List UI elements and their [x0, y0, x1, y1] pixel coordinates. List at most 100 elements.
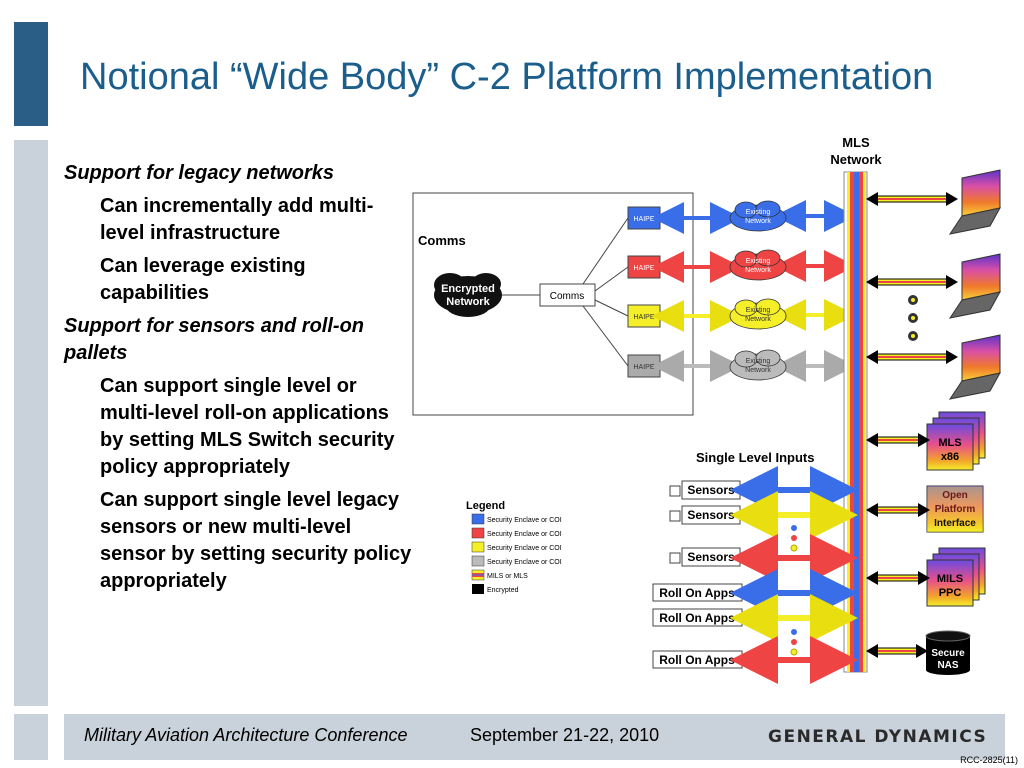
haipe-label: HAIPE: [633, 364, 654, 371]
existing-network-label-2: Network: [745, 218, 771, 225]
footer-conference: Military Aviation Architecture Conferenc…: [84, 725, 408, 745]
mls-network-bus: [843, 171, 868, 673]
legend-swatch-multi: [471, 569, 485, 581]
existing-network-label-1: Existing: [746, 209, 771, 216]
laptop-icon: [948, 334, 1001, 400]
mls-x86-link: [866, 433, 930, 447]
secure-nas-link: [866, 644, 928, 658]
haipe-label: HAIPE: [633, 314, 654, 321]
legend-swatch-yellow: [471, 541, 485, 553]
bullet-text: Can leverage existing capabilities: [100, 255, 306, 304]
bullet-item: Can incrementally add multi-level infras…: [64, 193, 414, 247]
legend-label: Security Enclave or COI: [487, 559, 562, 566]
bullet-item: Can support single level or multi-level …: [64, 373, 414, 481]
sidebar-accent-dark: [14, 22, 48, 126]
mls-network-label-2: Network: [830, 152, 882, 167]
haipe-row-red: HAIPE: [627, 250, 856, 283]
comms-box: [539, 283, 596, 307]
bullet-text: Can incrementally add multi-level infras…: [100, 195, 374, 244]
comms-label: Comms: [418, 233, 466, 248]
heading-sensors-pallets: Support for sensors and roll-on pallets: [64, 315, 365, 364]
legend-label: Encrypted: [487, 587, 519, 594]
laptop-icon: [948, 253, 1001, 319]
bullet-text: Can support single level legacy sensors …: [100, 489, 412, 592]
legend-swatch-blue: [471, 513, 485, 525]
footer-bar: [64, 714, 1005, 760]
laptop-link-2: [866, 275, 958, 289]
legend-label: Security Enclave or COI: [487, 517, 562, 524]
legend-swatch-black: [472, 584, 484, 594]
bullet-item: Can leverage existing capabilities: [64, 253, 414, 307]
mils-ppc-link: [866, 571, 930, 585]
roll-on-ellipsis-dots: [790, 629, 798, 656]
open-platform-label-1: Open: [942, 490, 968, 501]
comms-box-label: Comms: [550, 291, 584, 302]
haipe-label: HAIPE: [633, 265, 654, 272]
mils-ppc-label-1: MILS: [937, 573, 963, 585]
bullet-item: Can support single level legacy sensors …: [64, 487, 414, 595]
legend-swatch-red: [471, 527, 485, 539]
haipe-label: HAIPE: [633, 216, 654, 223]
encrypted-network-label-2: Network: [446, 296, 490, 308]
sidebar-bar: [14, 140, 48, 706]
laptop-icon: [948, 169, 1001, 235]
mls-x86-label-1: MLS: [938, 437, 961, 449]
roll-on-apps-label: Roll On Apps: [659, 653, 735, 667]
more-laptops-dots: [908, 295, 918, 341]
existing-network-label-2: Network: [745, 367, 771, 374]
roll-on-apps-row-red: Roll On Apps: [652, 636, 858, 684]
mls-x86-label-2: x86: [941, 451, 959, 463]
legend-label: MILS or MLS: [487, 573, 528, 580]
haipe-row-blue: HAIPE: [627, 200, 856, 234]
existing-network-label-2: Network: [745, 316, 771, 323]
existing-network-cloud-blue: Existing Network: [729, 200, 787, 232]
legend-label: Security Enclave or COI: [487, 531, 562, 538]
open-platform-link: [866, 503, 930, 517]
existing-network-cloud-gray: Existing Network: [729, 349, 787, 381]
legend-swatch-gray: [471, 555, 485, 567]
mls-x86-stack: MLS x86: [926, 411, 986, 471]
legend: Legend Security Enclave or COI Security …: [466, 500, 562, 594]
sensors-label: Sensors: [687, 483, 735, 497]
existing-network-label-1: Existing: [746, 307, 771, 314]
comms-fanout-lines: [582, 217, 629, 367]
footer-date: September 21-22, 2010: [470, 725, 660, 745]
laptop-link-1: [866, 192, 958, 206]
mils-ppc-label-2: PPC: [939, 587, 962, 599]
mls-network-label-1: MLS: [842, 135, 870, 150]
roll-on-apps-label: Roll On Apps: [659, 611, 735, 625]
text-column: Support for legacy networks Can incremen…: [64, 160, 414, 601]
existing-network-cloud-red: Existing Network: [729, 249, 787, 281]
legend-label: Security Enclave or COI: [487, 545, 562, 552]
roll-on-apps-label: Roll On Apps: [659, 586, 735, 600]
sensor-row-red: Sensors: [669, 534, 858, 582]
existing-network-label-2: Network: [745, 267, 771, 274]
sensors-label: Sensors: [687, 550, 735, 564]
existing-network-label-1: Existing: [746, 358, 771, 365]
roll-on-apps-row-yellow: Roll On Apps: [652, 594, 858, 642]
roll-on-apps-row-blue: Roll On Apps: [652, 569, 858, 617]
general-dynamics-logo: GENERAL DYNAMICS: [768, 727, 988, 747]
bullet-text: Can support single level or multi-level …: [100, 375, 395, 478]
sensor-ellipsis-dots: [790, 525, 798, 552]
existing-network-cloud-yellow: Existing Network: [729, 298, 787, 330]
single-level-inputs-label: Single Level Inputs: [696, 450, 814, 465]
legend-title: Legend: [466, 500, 505, 512]
page-title: Notional “Wide Body” C-2 Platform Implem…: [80, 56, 934, 98]
secure-nas-label-2: NAS: [937, 660, 958, 671]
mils-ppc-stack: MILS PPC: [926, 547, 986, 607]
open-platform-label-3: Interface: [934, 518, 976, 529]
secure-nas-label-1: Secure: [931, 648, 965, 659]
secure-nas-cylinder: Secure NAS: [925, 630, 971, 675]
sidebar-bottom-bar: [14, 714, 48, 760]
document-code: RCC-2825(11): [960, 755, 1018, 765]
sensors-label: Sensors: [687, 508, 735, 522]
open-platform-interface: Open Platform Interface: [926, 485, 984, 533]
open-platform-label-2: Platform: [935, 504, 976, 515]
sensor-row-blue: Sensors: [669, 466, 858, 514]
heading-legacy-networks: Support for legacy networks: [64, 162, 335, 184]
haipe-row-yellow: HAIPE: [627, 299, 856, 332]
haipe-row-gray: HAIPE: [627, 350, 856, 382]
existing-network-label-1: Existing: [746, 258, 771, 265]
